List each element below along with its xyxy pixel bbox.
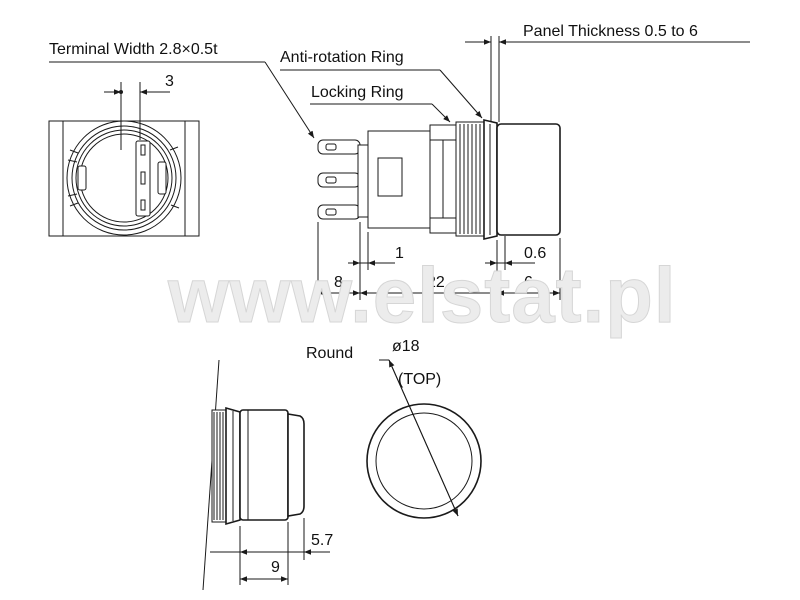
dim-0-6: 0.6 [524,245,546,262]
label-terminal-width: Terminal Width 2.8×0.5t [49,41,218,58]
dim-terminal-pitch: 3 [165,73,174,90]
dim-22: 22 [427,274,445,291]
side-view: 1 0.6 8 22 6 [317,36,750,300]
rear-ring-hatching [67,146,180,209]
cap-ring-teeth [213,412,224,520]
top-view [366,359,482,519]
watermark: www.elstat.pl [167,251,677,339]
label-panel-thickness: Panel Thickness 0.5 to 6 [523,23,698,40]
dim-8: 8 [334,274,343,291]
rear-view: 3 [48,73,200,237]
dim-5-7: 5.7 [311,532,333,549]
label-top: (TOP) [398,371,441,388]
ring-teeth [459,124,481,234]
label-anti-rotation-ring: Anti-rotation Ring [280,49,404,66]
terminals [317,139,361,220]
cap-side-view: 5.7 9 [202,359,333,591]
label-round: Round [306,345,353,362]
dim-1: 1 [395,245,404,262]
label-leaders [49,61,483,139]
label-locking-ring: Locking Ring [311,84,404,101]
dim-9: 9 [271,559,280,576]
label-diameter: ø18 [392,338,420,355]
dim-6: 6 [524,274,533,291]
